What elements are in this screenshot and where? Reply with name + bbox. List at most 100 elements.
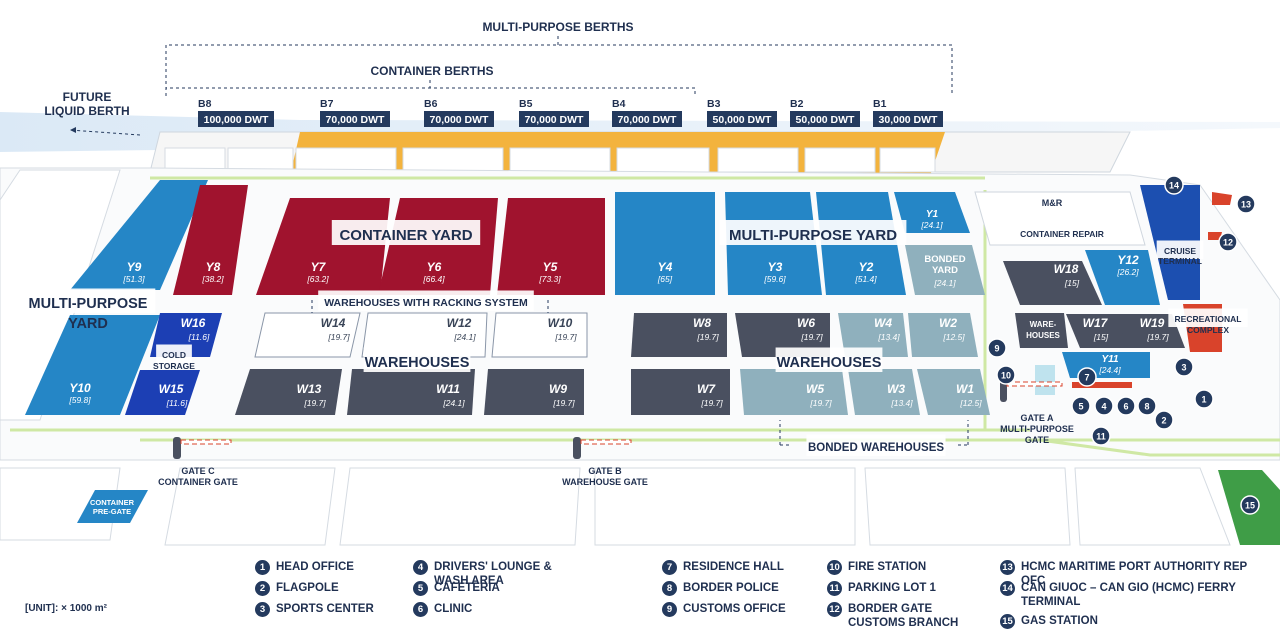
legend-number: 5 <box>413 581 428 596</box>
port-site-map: Y10[59.8]Y9[51.3]Y8[38.2]Y7[63.2]Y6[66.4… <box>0 14 1280 546</box>
yard-y11[interactable]: Y11[24.4] <box>1062 352 1150 378</box>
marker-7[interactable]: 7 <box>1077 367 1097 387</box>
berth-capacity-tag <box>790 111 860 127</box>
yard-id: Y10 <box>69 381 91 395</box>
marker-number: 7 <box>1084 373 1089 383</box>
marker-6[interactable]: 6 <box>1116 396 1136 416</box>
marker-number: 5 <box>1078 402 1083 412</box>
marker-4[interactable]: 4 <box>1094 396 1114 416</box>
warehouse-w19[interactable]: W19[19.7] <box>1112 314 1185 348</box>
warehouse-w14[interactable]: W14[19.7] <box>254 312 361 358</box>
recreational-complex-label: COMPLEX <box>1187 325 1229 335</box>
berth-id: B6 <box>424 98 438 110</box>
warehouse-w11[interactable]: W11[24.1] <box>347 369 475 415</box>
marker-3[interactable]: 3 <box>1174 357 1194 377</box>
green-lanes <box>10 176 1280 457</box>
marker-12[interactable]: 12 <box>1218 232 1238 252</box>
berth-id: B8 <box>198 98 212 110</box>
warehouse-w7[interactable]: W7[19.7] <box>631 369 730 415</box>
pre-gate-label: PRE-GATE <box>93 507 131 516</box>
marker-1[interactable]: 1 <box>1194 389 1214 409</box>
gate-name: MULTI-PURPOSE <box>1000 424 1074 434</box>
marker-8[interactable]: 8 <box>1137 396 1157 416</box>
berth-id: B2 <box>790 98 804 110</box>
gate-id: GATE B <box>588 466 622 476</box>
yard-area: [24.1] <box>920 220 943 230</box>
future-liquid-berth-title: LIQUID BERTH <box>44 104 129 118</box>
label-box <box>474 14 642 36</box>
yard-area: [73.3] <box>538 274 561 284</box>
yard-y10[interactable]: Y10[59.8] <box>25 315 160 415</box>
marker-5[interactable]: 5 <box>1071 396 1091 416</box>
warehouse-w4[interactable]: W4[13.4] <box>838 313 908 357</box>
yard-y5[interactable]: Y5[73.3] <box>497 198 605 295</box>
berth-apron <box>717 147 799 173</box>
marker-10[interactable]: 10 <box>996 365 1016 385</box>
marker-13[interactable]: 13 <box>1236 194 1256 214</box>
legend-label: PARKING LOT 1 <box>848 582 936 594</box>
warehouse-w1[interactable]: W1[12.5] <box>917 369 990 415</box>
warehouse-w15[interactable]: W15[11.6] <box>125 370 200 415</box>
marker-number: 4 <box>1101 402 1106 412</box>
berth-capacity-tag <box>707 111 777 127</box>
yard-y4[interactable]: Y4[65] <box>615 192 715 295</box>
marker-14[interactable]: 14 <box>1164 175 1184 195</box>
berth-capacity: 70,000 DWT <box>618 114 678 126</box>
multi-purpose-berths-title: MULTI-PURPOSE BERTHS <box>482 20 633 34</box>
marker-15[interactable]: 15 <box>1240 495 1260 515</box>
yard-id: Y6 <box>427 260 442 274</box>
legend-label: CAN GIUOC – CAN GIO (HCMC) FERRY TERMINA… <box>1021 582 1236 608</box>
multi-purpose-yard-left-title: YARD <box>68 316 108 332</box>
marker-11[interactable]: 11 <box>1091 426 1111 446</box>
container-berths-title: CONTAINER BERTHS <box>370 64 493 78</box>
berth-capacity: 70,000 DWT <box>525 114 585 126</box>
legend-number: 11 <box>827 581 842 596</box>
yard-y9[interactable]: Y9[51.3] <box>70 180 208 290</box>
warehouses-racking-title: WAREHOUSES WITH RACKING SYSTEM <box>324 297 528 309</box>
marker-number: 2 <box>1161 416 1166 426</box>
berth-id: B7 <box>320 98 334 110</box>
warehouse-w5[interactable]: W5[19.7] <box>740 369 848 415</box>
container-yard-title: CONTAINER YARD <box>339 227 472 244</box>
marker-9[interactable]: 9 <box>987 338 1007 358</box>
pool-area <box>1035 365 1055 395</box>
warehouse-w18[interactable]: W18[15] <box>1003 261 1102 305</box>
warehouse-w10[interactable]: W10[19.7] <box>491 312 588 358</box>
yard-y12[interactable]: Y12[26.2] <box>1085 250 1160 305</box>
border-gate-building <box>1208 232 1222 240</box>
callout-arrows <box>311 300 969 446</box>
legend-item-11: 11 PARKING LOT 1 <box>827 581 982 596</box>
marker-2[interactable]: 2 <box>1154 410 1174 430</box>
warehouse-area: [12.5] <box>959 398 982 408</box>
warehouse-w3[interactable]: W3[13.4] <box>848 369 920 415</box>
warehouse-w12[interactable]: W12[24.1] <box>361 312 488 358</box>
residence-hall <box>1072 382 1132 388</box>
yard-id: Y8 <box>206 260 221 274</box>
warehouse-w13[interactable]: W13[19.7] <box>235 369 342 415</box>
warehouse-area: [19.7] <box>700 398 723 408</box>
berth-capacity: 70,000 DWT <box>430 114 490 126</box>
legend-label: CAFETERIA <box>434 582 500 594</box>
warehouse-id: W11 <box>436 382 460 396</box>
yard-area: [59.6] <box>763 274 786 284</box>
yard-y1[interactable]: Y1[24.1] <box>894 192 970 233</box>
multi-purpose-yard-left-title: MULTI-PURPOSE <box>29 296 148 312</box>
yard-y8[interactable]: Y8[38.2] <box>173 185 248 295</box>
marker-number: 10 <box>1001 371 1011 381</box>
warehouse-w6[interactable]: W6[19.7] <box>735 313 830 357</box>
yard-id: Y7 <box>311 260 327 274</box>
warehouse-w8[interactable]: W8[19.7] <box>631 313 727 357</box>
warehouse-w2[interactable]: W2[12.5] <box>908 313 978 357</box>
warehouse-w9[interactable]: W9[19.7] <box>484 369 584 415</box>
warehouse-id: W16 <box>181 316 206 330</box>
